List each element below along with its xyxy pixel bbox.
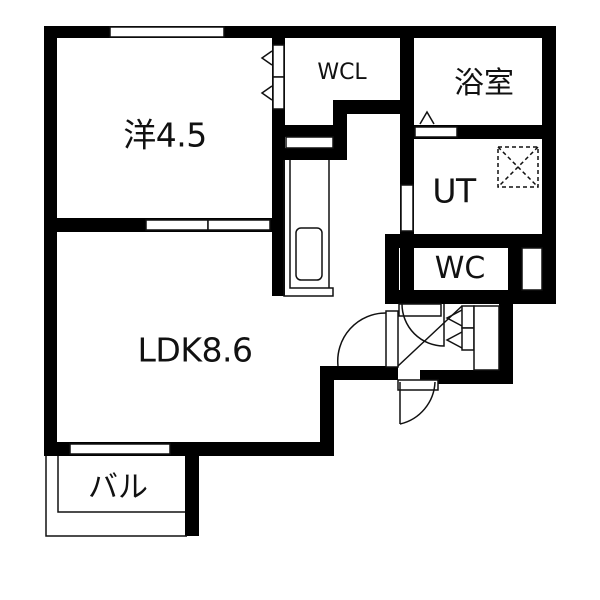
room-label-ldk: LDK8.6 [137, 330, 253, 370]
room-label-balcony: バル [88, 470, 148, 505]
room-label-bathroom: 浴室 [454, 66, 514, 101]
room-label-western: 洋4.5 [123, 115, 207, 155]
bathroom-fixtures [45, 110, 539, 537]
room-label-wc: WC [434, 251, 486, 286]
kitchen-counter [283, 160, 334, 297]
room-label-utility: UT [432, 171, 476, 211]
windows-and-fixtures [69, 26, 543, 455]
doors [260, 50, 463, 425]
room-label-wcl: WCL [317, 60, 367, 85]
